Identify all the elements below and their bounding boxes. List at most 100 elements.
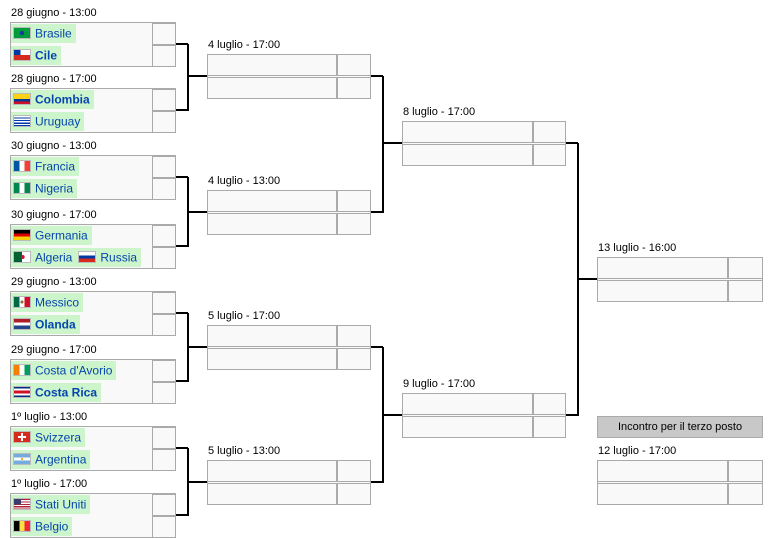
bracket-connector: [176, 43, 188, 45]
score-cell: [337, 483, 371, 505]
score-cell: [337, 348, 371, 370]
flag-ch-icon: [13, 430, 31, 443]
match-date: 28 giugno - 13:00: [11, 7, 97, 19]
team-name: Uruguay: [35, 114, 81, 129]
bracket-connector: [188, 211, 207, 213]
team-slot: [597, 483, 728, 505]
score-cell: [337, 460, 371, 482]
match-date: 30 giugno - 13:00: [11, 140, 97, 152]
team-name: Olanda: [35, 317, 76, 332]
team-entry[interactable]: Francia: [11, 157, 80, 176]
third-place-header: Incontro per il terzo posto: [597, 416, 763, 438]
bracket-connector: [176, 447, 188, 449]
flag-dz-icon: [13, 250, 31, 263]
flag-cr-icon: [13, 385, 31, 398]
team-entry[interactable]: Belgio: [11, 517, 73, 536]
team-entry[interactable]: Messico: [11, 293, 84, 312]
team-slot: [207, 483, 337, 505]
team-entry[interactable]: Uruguay: [11, 112, 85, 131]
flag-br-icon: [13, 26, 31, 39]
score-cell: [152, 516, 176, 538]
team-slot: [207, 460, 337, 482]
bracket-connector: [188, 75, 207, 77]
team-name: Colombia: [35, 92, 90, 107]
flag-ng-icon: [13, 181, 31, 194]
bracket-connector: [176, 109, 188, 111]
match-date: 4 luglio - 13:00: [208, 175, 281, 187]
bracket-connector: [382, 76, 384, 213]
team-slot: [402, 393, 533, 415]
match-date: 29 giugno - 17:00: [11, 344, 97, 356]
team-slot: [207, 77, 337, 99]
score-cell: [533, 416, 566, 438]
score-cell: [152, 494, 176, 516]
match-date: 13 luglio - 16:00: [598, 242, 677, 254]
flag-de-icon: [13, 228, 31, 241]
score-cell: [728, 483, 763, 505]
flag-ar-icon: [13, 452, 31, 465]
bracket-connector: [383, 142, 402, 144]
score-cell: [337, 190, 371, 212]
team-name: Algeria: [35, 250, 73, 265]
score-cell: [337, 54, 371, 76]
bracket-connector: [566, 414, 578, 416]
match-date: 4 luglio - 17:00: [208, 39, 281, 51]
team-slot: [402, 121, 533, 143]
score-cell: [152, 23, 176, 45]
score-cell: [152, 314, 176, 336]
score-cell: [728, 460, 763, 482]
team-slot: [597, 460, 728, 482]
team-slot: [207, 54, 337, 76]
team-entry[interactable]: Argentina: [11, 450, 91, 469]
bracket-connector: [371, 75, 383, 77]
flag-ci-icon: [13, 363, 31, 376]
team-entry[interactable]: Costa d'Avorio: [11, 361, 117, 380]
score-cell: [337, 213, 371, 235]
team-name: Messico: [35, 295, 80, 310]
team-entry[interactable]: Colombia: [11, 90, 94, 109]
score-cell: [728, 280, 763, 302]
match-date: 9 luglio - 17:00: [403, 378, 476, 390]
score-cell: [152, 360, 176, 382]
team-name: Cile: [35, 48, 58, 63]
bracket-connector: [371, 481, 383, 483]
bracket-connector: [176, 380, 188, 382]
score-cell: [152, 427, 176, 449]
score-cell: [337, 325, 371, 347]
team-entry[interactable]: Cile: [11, 46, 62, 65]
score-cell: [533, 393, 566, 415]
team-entry[interactable]: Olanda: [11, 315, 80, 334]
team-slot: [402, 416, 533, 438]
bracket-connector: [176, 176, 188, 178]
team-entry[interactable]: Algeria Russia: [11, 248, 142, 267]
bracket-connector: [187, 44, 189, 111]
team-entry[interactable]: Costa Rica: [11, 383, 102, 402]
team-name: Germania: [35, 228, 88, 243]
team-slot: [207, 348, 337, 370]
score-cell: [152, 247, 176, 269]
score-cell: [152, 225, 176, 247]
team-name: Nigeria: [35, 181, 74, 196]
score-cell: [533, 121, 566, 143]
team-name: Belgio: [35, 519, 69, 534]
team-entry[interactable]: Nigeria: [11, 179, 78, 198]
flag-nl-icon: [13, 317, 31, 330]
team-entry[interactable]: Brasile: [11, 24, 76, 43]
team-slot: [207, 190, 337, 212]
team-slot: [207, 325, 337, 347]
team-name-secondary: Russia: [100, 250, 138, 265]
bracket-connector: [578, 278, 597, 280]
bracket-connector: [383, 414, 402, 416]
match-date: 12 luglio - 17:00: [598, 445, 677, 457]
score-cell: [152, 449, 176, 471]
team-entry[interactable]: Stati Uniti: [11, 495, 91, 514]
bracket-connector: [176, 514, 188, 516]
score-cell: [152, 45, 176, 67]
flag-ru-icon: [78, 250, 97, 263]
team-entry[interactable]: Svizzera: [11, 428, 86, 447]
team-name: Argentina: [35, 452, 87, 467]
match-date: 5 luglio - 17:00: [208, 310, 281, 322]
team-name: Francia: [35, 159, 76, 174]
team-name: Brasile: [35, 26, 72, 41]
team-entry[interactable]: Germania: [11, 226, 92, 245]
